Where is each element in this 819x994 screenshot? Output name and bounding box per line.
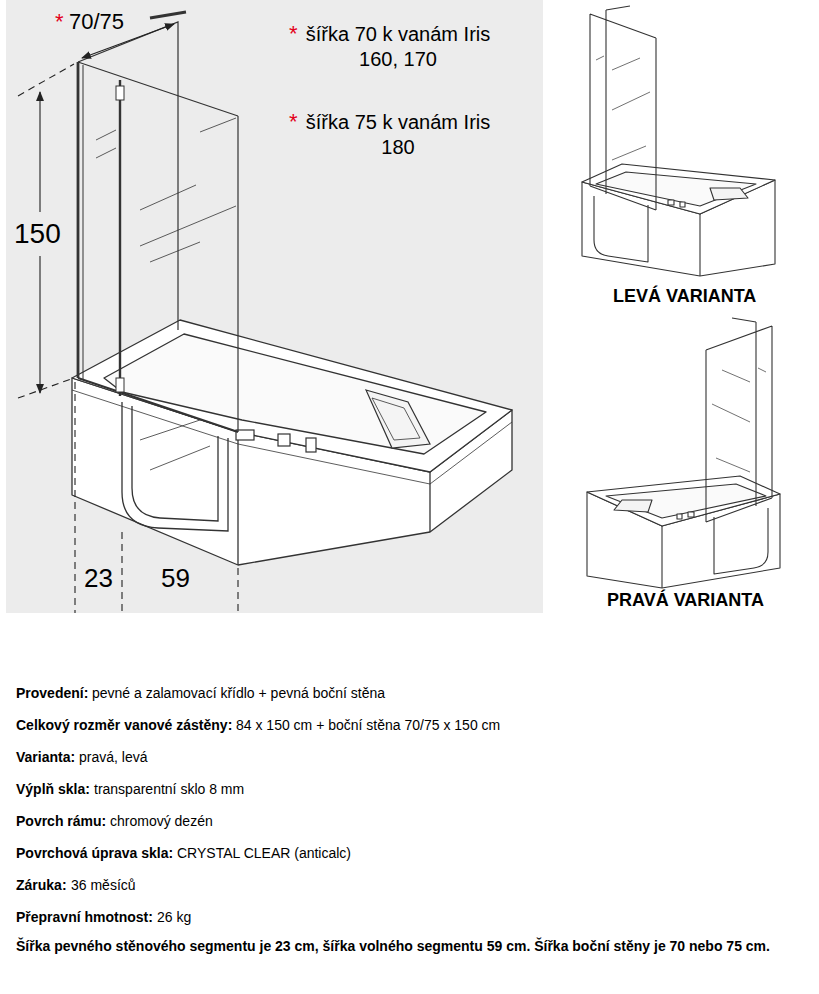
faucet <box>278 434 290 446</box>
glass-screen <box>78 378 238 432</box>
spec-note: Šířka pevného stěnového segmentu je 23 c… <box>16 938 806 956</box>
note: šířka 75 k vanám Iris 180 <box>293 110 503 160</box>
asterisk: * <box>55 8 64 36</box>
spec-value: chromový dezén <box>110 813 213 831</box>
variant-drawing <box>594 196 648 262</box>
dimension-lines <box>75 382 238 613</box>
glass-screen <box>119 80 121 396</box>
faucet <box>306 438 316 452</box>
dimension: 150 <box>14 216 61 251</box>
asterisk: * <box>289 20 298 48</box>
glass-screen <box>116 86 124 100</box>
faucet <box>236 390 430 452</box>
glass-screen <box>96 118 236 470</box>
dimension: 23 <box>84 562 113 595</box>
dimension: 59 <box>161 562 190 595</box>
note: šířka 70 k vanám Iris 160, 170 <box>293 22 503 72</box>
variant-drawing <box>710 188 748 200</box>
spec-value: 36 měsíců <box>71 877 136 895</box>
dimension: 70/75 <box>69 8 124 36</box>
door-cutout <box>122 402 228 531</box>
glass-screen <box>237 116 238 432</box>
variant-drawing <box>668 200 674 205</box>
spec-key: Výplň skla: <box>16 781 90 799</box>
variant-title: PRAVÁ VARIANTA <box>607 589 764 612</box>
glass-screen <box>78 62 238 116</box>
spec-key: Přepravní hmotnost: <box>16 909 153 927</box>
bathtub <box>429 472 430 532</box>
variant-drawing <box>587 318 780 588</box>
spec-key: Celkový rozměr vanové zástěny: <box>16 717 232 735</box>
dimension-lines <box>18 24 238 613</box>
spec-value: pevné a zalamovací křídlo + pevná boční … <box>92 685 385 703</box>
variant-drawing <box>680 202 685 207</box>
spec-value: 26 kg <box>157 909 191 927</box>
variant-drawing <box>590 6 656 210</box>
spec-value: pravá, levá <box>79 749 147 767</box>
variant-drawing <box>582 164 775 214</box>
variant-drawing <box>582 6 775 276</box>
variant-drawing <box>699 214 700 276</box>
variant-drawing <box>587 318 780 588</box>
glass-screen <box>78 22 178 330</box>
spec-key: Povrchová úprava skla: <box>16 845 173 863</box>
spec-value: 84 x 150 cm + boční stěna 70/75 x 150 cm <box>236 717 500 735</box>
glass-screen <box>116 378 124 392</box>
variant-drawing <box>596 56 650 160</box>
bathtub <box>72 390 512 484</box>
bathtub <box>104 334 486 454</box>
faucet <box>372 398 420 440</box>
door-cutout <box>122 402 228 531</box>
variant-drawing <box>596 172 756 206</box>
glass-screen <box>83 65 84 380</box>
spec-key: Provedení: <box>16 685 88 703</box>
spec-key: Záruka: <box>16 877 67 895</box>
spec-key: Varianta: <box>16 749 75 767</box>
door-cutout <box>132 406 218 521</box>
glass-screen <box>77 62 80 378</box>
faucet <box>236 430 254 440</box>
variant-title: LEVÁ VARIANTA <box>613 285 756 308</box>
asterisk: * <box>289 108 298 136</box>
bathtub <box>72 320 512 472</box>
faucet <box>366 390 430 448</box>
spec-value: CRYSTAL CLEAR (anticalc) <box>177 845 351 863</box>
bathtub <box>72 320 512 565</box>
bathtub <box>237 432 238 565</box>
glass-screen <box>78 12 238 470</box>
glass-screen <box>150 12 186 18</box>
spec-key: Povrch rámu: <box>16 813 106 831</box>
drawing-ground <box>6 0 543 613</box>
spec-value: transparentní sklo 8 mm <box>94 781 244 799</box>
